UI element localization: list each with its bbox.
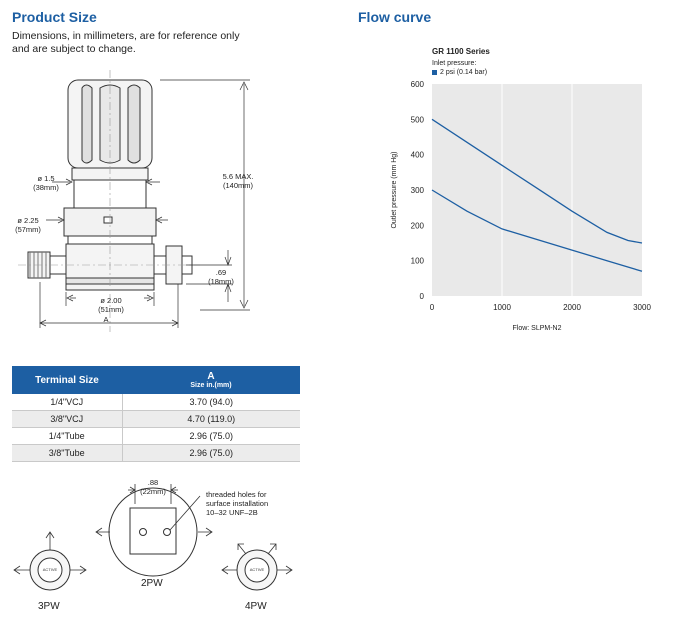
y-tick-label: 200 (411, 221, 425, 230)
row-value: 4.70 (119.0) (122, 410, 300, 428)
dim-d15-mm: (38mm) (33, 183, 59, 192)
knob-3pw-text: ACTIVE (42, 567, 58, 572)
table-header: Terminal Size A Size in.(mm) (12, 366, 300, 394)
product-size-note: Dimensions, in millimeters, are for refe… (12, 30, 240, 56)
x-tick-label: 3000 (633, 303, 651, 312)
dim-69-mm: (18mm) (208, 277, 234, 286)
dim-88: .88 (22mm) (133, 478, 173, 496)
label-4pw: 4PW (245, 601, 267, 612)
label-3pw: 3PW (38, 601, 60, 612)
note-line-1: Dimensions, in millimeters, are for refe… (12, 30, 240, 42)
legend-swatch (432, 69, 437, 75)
dim-88-in: .88 (147, 478, 159, 487)
series-line (431, 189, 643, 272)
dim-d200-in: ø 2.00 (100, 296, 122, 305)
plot-area (432, 84, 642, 296)
header-a: A (207, 371, 215, 382)
thread-line-1: threaded holes for (206, 490, 267, 499)
header-size: A Size in.(mm) (122, 366, 300, 394)
x-axis-label: Flow: SLPM-N2 (512, 325, 561, 332)
dim-max-in: 5.6 MAX. (222, 172, 254, 181)
label-2pw: 2PW (141, 578, 163, 589)
thread-note: threaded holes for surface installation … (206, 490, 268, 517)
dim-69: .69 (18mm) (203, 268, 239, 286)
x-tick-label: 2000 (563, 303, 581, 312)
dim-88-mm: (22mm) (140, 487, 166, 496)
row-size: 3/8"VCJ (12, 410, 123, 428)
note-line-2: and are subject to change. (12, 43, 136, 55)
row-size: 1/4"Tube (12, 427, 123, 445)
dim-d225-in: ø 2.25 (17, 216, 39, 225)
header-size-unit: Size in.(mm) (190, 382, 232, 389)
dim-69-in: .69 (215, 268, 227, 277)
dim-d225-mm: (57mm) (15, 225, 41, 234)
chart-title: GR 1100 Series (432, 47, 490, 56)
y-tick-label: 0 (420, 292, 425, 301)
dim-d200-mm: (51mm) (98, 305, 124, 314)
row-size: 1/4"VCJ (12, 394, 123, 411)
row-size: 3/8"Tube (12, 444, 123, 462)
header-terminal-size: Terminal Size (12, 366, 122, 394)
dim-d225: ø 2.25 (57mm) (10, 216, 46, 234)
legend-title: Inlet pressure: (432, 60, 477, 67)
row-value: 2.96 (75.0) (122, 427, 300, 445)
port-views-drawing (13, 484, 293, 591)
y-tick-label: 300 (411, 186, 425, 195)
table-row: 1/4"VCJ 3.70 (94.0) (12, 394, 300, 411)
table-row: 3/8"Tube 2.96 (75.0) (12, 444, 300, 462)
dim-max: 5.6 MAX. (140mm) (215, 172, 261, 190)
x-tick-label: 0 (430, 303, 435, 312)
terminal-size-table: Terminal Size A Size in.(mm) 1/4"VCJ 3.7… (12, 366, 300, 462)
y-axis-label: Outlet pressure (mm Hg) (391, 151, 398, 228)
flow-curve-title: Flow curve (358, 9, 432, 25)
legend-label: 2 psi (0.14 bar) (440, 69, 488, 76)
knob-4pw-text: ACTIVE (249, 567, 265, 572)
thread-line-2: surface installation (206, 499, 269, 508)
series-line (431, 118, 643, 244)
dim-d15-in: ø 1.5 (37, 174, 55, 183)
y-tick-label: 500 (411, 115, 425, 124)
product-size-title: Product Size (12, 9, 97, 25)
dim-d200: ø 2.00 (51mm) (88, 296, 134, 314)
regulator-drawing (18, 70, 250, 332)
table-row: 3/8"VCJ 4.70 (119.0) (12, 410, 300, 428)
x-tick-label: 1000 (493, 303, 511, 312)
dim-max-mm: (140mm) (222, 181, 253, 190)
y-tick-label: 400 (411, 151, 425, 160)
dim-a: A (103, 315, 109, 324)
dim-d15: ø 1.5 (38mm) (28, 174, 64, 192)
row-value: 3.70 (94.0) (122, 394, 300, 411)
table-row: 1/4"Tube 2.96 (75.0) (12, 427, 300, 445)
row-value: 2.96 (75.0) (122, 444, 300, 462)
legend: 2 psi (0.14 bar) (432, 69, 487, 76)
y-tick-label: 600 (411, 80, 425, 89)
thread-line-3: 10–32 UNF–2B (206, 508, 258, 517)
y-tick-label: 100 (411, 257, 425, 266)
